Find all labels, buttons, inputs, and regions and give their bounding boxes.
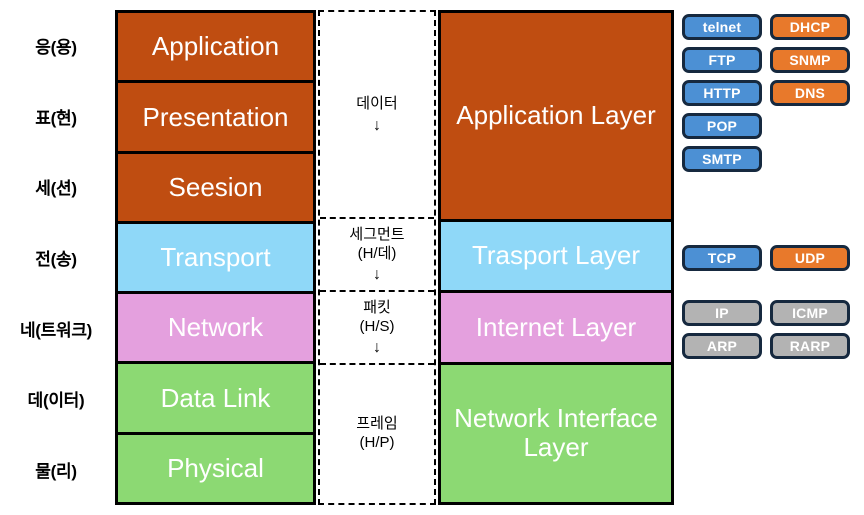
osi-layer-network: Network xyxy=(118,294,313,365)
pdu-data-unit-column: 데이터 ↓ 세그먼트 (H/데) ↓ 패킷 (H/S) ↓ 프레임 (H/P) xyxy=(318,10,436,505)
osi-korean-label-column: 응(용) 표(현) 세(션) 전(송) 네(트워크) 데(이터) 물(리) xyxy=(0,10,112,505)
protocol-badge-panel: telnet DHCP FTP SNMP HTTP DNS POP SMTP T… xyxy=(682,10,864,505)
protocol-badge-snmp[interactable]: SNMP xyxy=(770,47,850,73)
osi-layer-application: Application xyxy=(118,13,313,84)
osi-layer-datalink: Data Link xyxy=(118,364,313,435)
tcpip-layer-application: Application Layer xyxy=(441,13,671,222)
osi-model-column: Application Presentation Seesion Transpo… xyxy=(115,10,316,505)
protocol-badge-smtp[interactable]: SMTP xyxy=(682,146,762,172)
protocol-badge-ip[interactable]: IP xyxy=(682,300,762,326)
pdu-cell-segment: 세그먼트 (H/데) ↓ xyxy=(320,219,434,292)
pdu-label-data: 데이터 xyxy=(356,95,398,113)
osi-layer-physical: Physical xyxy=(118,434,313,502)
osi-korean-label-presentation: 표(현) xyxy=(35,108,77,128)
pdu-cell-packet: 패킷 (H/S) ↓ xyxy=(320,292,434,365)
protocol-badge-pop[interactable]: POP xyxy=(682,113,762,139)
protocol-badge-icmp[interactable]: ICMP xyxy=(770,300,850,326)
osi-layer-session: Seesion xyxy=(118,153,313,224)
pdu-sublabel-segment: (H/데) xyxy=(357,244,397,262)
protocol-badge-ftp[interactable]: FTP xyxy=(682,47,762,73)
osi-korean-label-application: 응(용) xyxy=(35,37,77,57)
osi-layer-transport: Transport xyxy=(118,223,313,295)
protocol-group-internet: IP ICMP ARP RARP xyxy=(682,300,864,359)
protocol-badge-dhcp[interactable]: DHCP xyxy=(770,14,850,40)
pdu-cell-data: 데이터 ↓ xyxy=(320,12,434,219)
osi-korean-label-physical: 물(리) xyxy=(35,462,77,482)
protocol-badge-telnet[interactable]: telnet xyxy=(682,14,762,40)
tcpip-model-column: Application Layer Trasport Layer Interne… xyxy=(438,10,674,505)
osi-korean-label-transport: 전(송) xyxy=(35,250,77,270)
pdu-label-frame: 프레임 xyxy=(356,415,398,433)
pdu-cell-frame: 프레임 (H/P) xyxy=(320,365,434,503)
protocol-group-application: telnet DHCP FTP SNMP HTTP DNS POP SMTP xyxy=(682,14,864,172)
pdu-sublabel-packet: (H/S) xyxy=(359,317,395,335)
down-arrow-icon-segment: ↓ xyxy=(373,266,381,284)
protocol-badge-arp[interactable]: ARP xyxy=(682,333,762,359)
pdu-sublabel-frame: (H/P) xyxy=(359,434,395,451)
pdu-label-packet: 패킷 xyxy=(363,298,391,316)
osi-korean-label-session: 세(션) xyxy=(35,179,77,199)
down-arrow-icon-packet: ↓ xyxy=(373,339,381,357)
protocol-group-transport: TCP UDP xyxy=(682,245,864,271)
tcpip-layer-network-interface: Network Interface Layer xyxy=(441,364,671,503)
down-arrow-icon-data: ↓ xyxy=(373,116,381,134)
protocol-badge-spacer-1 xyxy=(770,113,850,139)
protocol-badge-rarp[interactable]: RARP xyxy=(770,333,850,359)
osi-layer-presentation: Presentation xyxy=(118,83,313,154)
protocol-badge-tcp[interactable]: TCP xyxy=(682,245,762,271)
protocol-badge-http[interactable]: HTTP xyxy=(682,80,762,106)
tcpip-layer-internet: Internet Layer xyxy=(441,293,671,365)
osi-korean-label-network: 네(트워크) xyxy=(19,320,93,340)
protocol-badge-dns[interactable]: DNS xyxy=(770,80,850,106)
protocol-badge-udp[interactable]: UDP xyxy=(770,245,850,271)
osi-korean-label-datalink: 데(이터) xyxy=(27,391,85,411)
protocol-badge-spacer-2 xyxy=(770,146,850,172)
tcpip-layer-transport: Trasport Layer xyxy=(441,221,671,294)
pdu-label-segment: 세그먼트 xyxy=(349,225,405,243)
